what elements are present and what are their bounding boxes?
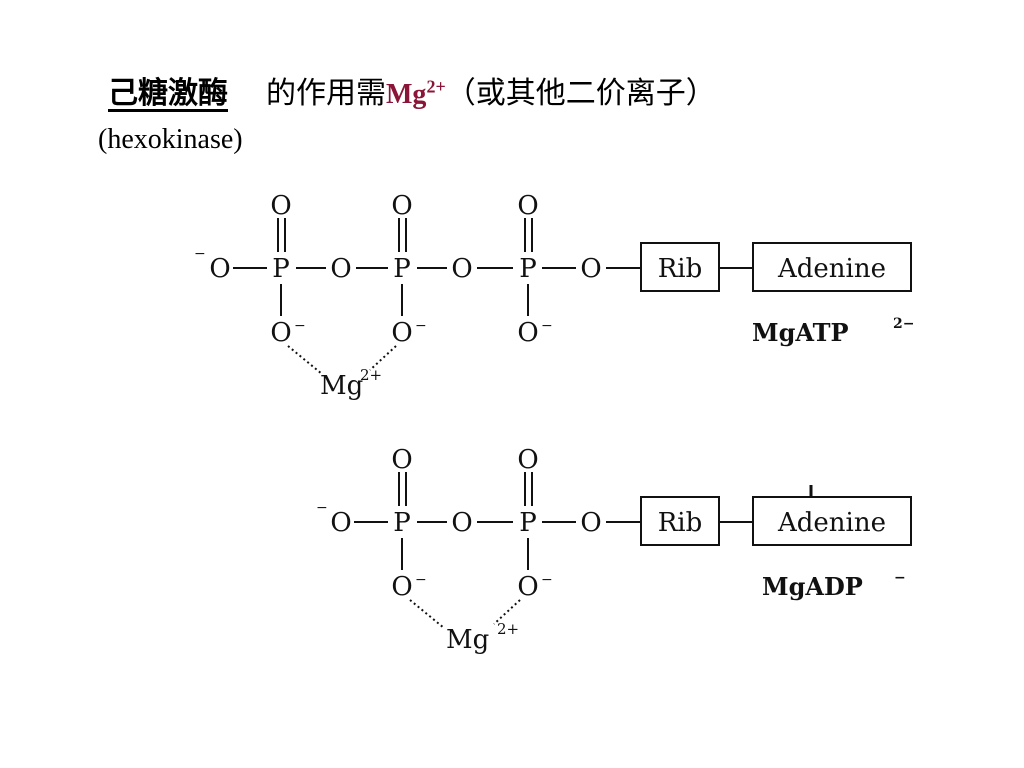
- adp-ester-oxygen: O: [580, 508, 601, 538]
- atp-alpha-phosphorus: P: [519, 254, 537, 284]
- atp-bridge-oxygen: O: [451, 254, 472, 284]
- adp-beta-oxide: O: [391, 572, 412, 602]
- adp-terminal-charge: −: [316, 500, 328, 516]
- atp-terminal-charge: −: [194, 246, 206, 262]
- mgadp-label: MgADP: [762, 572, 863, 601]
- atp-adenine-label: Adenine: [777, 254, 886, 284]
- adp-adenine-label: Adenine: [777, 508, 886, 538]
- atp-alpha-oxide: O: [517, 318, 538, 348]
- atp-beta-oxide-charge: −: [415, 318, 427, 334]
- atp-beta-oxo: O: [391, 191, 412, 221]
- enzyme-name-zh: 己糖激酶: [108, 76, 228, 111]
- atp-ester-oxygen: O: [580, 254, 601, 284]
- atp-beta-oxide: O: [391, 318, 412, 348]
- adp-magnesium: Mg: [446, 625, 489, 655]
- adp-ribose-label: Rib: [658, 508, 703, 538]
- adp-alpha-oxide-charge: −: [541, 572, 553, 588]
- adp-alpha-oxo: O: [517, 445, 538, 475]
- atp-magnesium: Mg: [320, 371, 363, 401]
- atp-bridge-oxygen: O: [330, 254, 351, 284]
- ion-symbol: Mg2+: [386, 76, 446, 110]
- adp-bridge-oxygen: O: [451, 508, 472, 538]
- atp-gamma-oxide: O: [270, 318, 291, 348]
- adp-alpha-oxide: O: [517, 572, 538, 602]
- adp-beta-oxide-charge: −: [415, 572, 427, 588]
- divalent-note: （或其他二价离子）: [445, 76, 716, 111]
- atp-terminal-oxygen: O: [209, 254, 230, 284]
- adp-terminal-oxygen: O: [330, 508, 351, 538]
- requirement-text: 的作用需: [266, 76, 386, 111]
- atp-gamma-phosphorus: P: [272, 254, 290, 284]
- atp-beta-phosphorus: P: [393, 254, 411, 284]
- slide-title: 己糖激酶 的作用需Mg2+（或其他二价离子）: [108, 68, 716, 112]
- mgatp-charge: 2−: [893, 316, 914, 332]
- adp-beta-oxo: O: [391, 445, 412, 475]
- adp-magnesium-charge: 2+: [497, 620, 519, 638]
- atp-magnesium-charge: 2+: [360, 366, 382, 384]
- ion-charge: 2+: [426, 76, 446, 97]
- mgadp-charge: −: [894, 570, 906, 586]
- adp-beta-phosphorus: P: [393, 508, 411, 538]
- mgatp-label: MgATP: [752, 318, 849, 347]
- atp-gamma-oxo: O: [270, 191, 291, 221]
- atp-alpha-oxo: O: [517, 191, 538, 221]
- enzyme-name-en: (hexokinase): [98, 124, 243, 155]
- adp-alpha-phosphorus: P: [519, 508, 537, 538]
- atp-alpha-oxide-charge: −: [541, 318, 553, 334]
- atp-gamma-oxide-charge: −: [294, 318, 306, 334]
- atp-ribose-label: Rib: [658, 254, 703, 284]
